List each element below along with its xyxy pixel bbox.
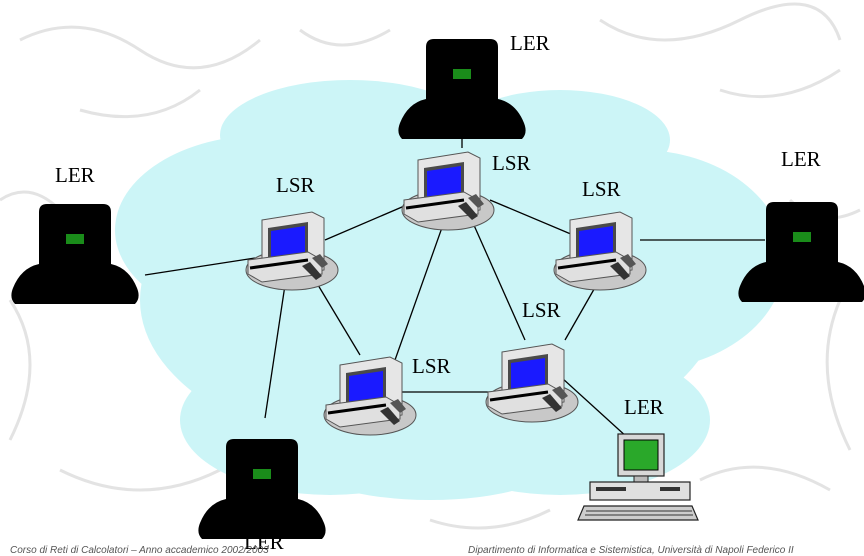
network-cloud bbox=[115, 80, 785, 500]
ler-right-label: LER bbox=[781, 147, 821, 171]
ler-bottom-label: LER bbox=[244, 530, 284, 554]
lsr-left-label: LSR bbox=[276, 173, 315, 197]
link-ler-left-lsr-left bbox=[144, 257, 256, 276]
footer-right: Dipartimento di Informatica e Sistemisti… bbox=[468, 545, 794, 556]
lsr-bottom-label: LSR bbox=[412, 354, 451, 378]
ler-left-label: LER bbox=[55, 163, 95, 187]
ler-pc-label: LER bbox=[624, 395, 664, 419]
lsr-top-label: LSR bbox=[492, 151, 531, 175]
link-lsr-top-lsr-mid bbox=[464, 204, 526, 341]
link-lsr-left-ler-bottom bbox=[264, 284, 286, 419]
lsr-mid-label: LSR bbox=[522, 298, 561, 322]
ler-pc-node bbox=[577, 433, 699, 521]
lsr-right-label: LSR bbox=[582, 177, 621, 201]
link-lsr-left-lsr-bottom bbox=[317, 284, 361, 356]
ler-top-label: LER bbox=[510, 31, 550, 55]
link-lsr-mid-ler-pc bbox=[561, 377, 629, 439]
desktop-pc-icon bbox=[577, 433, 699, 521]
link-lsr-top-lsr-bottom bbox=[394, 204, 451, 361]
footer-left: Corso di Reti di Calcolatori – Anno acca… bbox=[10, 545, 269, 556]
link-lsr-top-lsr-right bbox=[489, 199, 586, 241]
